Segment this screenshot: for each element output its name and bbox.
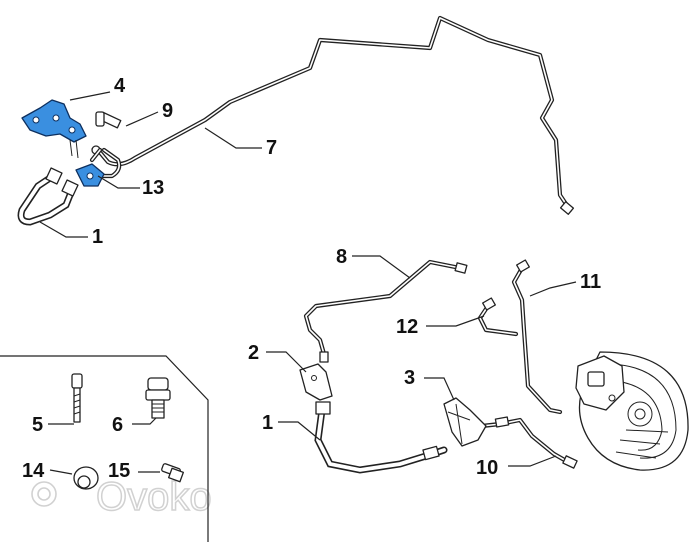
callout-10: 10 [476, 457, 498, 479]
callout-14: 14 [22, 460, 45, 482]
callout-8: 8 [336, 246, 347, 268]
bolt-9 [95, 111, 122, 129]
callout-7: 7 [266, 137, 277, 159]
callout-3: 3 [404, 367, 415, 389]
watermark-text: Ovoko [96, 475, 212, 519]
callout-11: 11 [580, 271, 601, 293]
connector-pipe-top [89, 147, 122, 179]
callout-13: 13 [142, 177, 164, 199]
callout-1-top: 1 [92, 226, 103, 248]
bracket-3 [443, 397, 487, 447]
clip-15 [161, 463, 184, 483]
fitting-6 [145, 377, 171, 419]
callout-4: 4 [114, 75, 126, 97]
callout-15: 15 [108, 460, 130, 482]
brake-pipe-10 [479, 416, 578, 469]
callout-1-bottom: 1 [262, 412, 273, 434]
watermark: Ovoko [31, 474, 212, 520]
hardware-inset: 5 6 14 15 [0, 355, 209, 542]
brake-pipe-7 [91, 15, 575, 215]
callout-6: 6 [112, 414, 123, 436]
clip-13-highlighted [75, 163, 105, 187]
callout-9: 9 [162, 100, 173, 122]
brake-disc-assembly [575, 351, 689, 471]
brake-pipe-8 [303, 259, 468, 363]
callouts-rear: 8 11 12 2 3 1 10 [248, 246, 601, 479]
grommet-14 [73, 466, 99, 490]
bolt-5 [71, 373, 83, 423]
callout-2: 2 [248, 342, 259, 364]
bracket-4-highlighted [21, 99, 87, 159]
callout-5: 5 [32, 414, 43, 436]
flex-hose-bottom [314, 401, 448, 474]
callouts-top: 4 9 7 13 1 [39, 75, 277, 248]
flex-hose-top [17, 167, 79, 226]
bracket-2 [299, 363, 333, 401]
brake-pipe-11 [511, 259, 563, 415]
brake-pipe-12 [477, 297, 519, 337]
callout-12: 12 [396, 316, 418, 338]
